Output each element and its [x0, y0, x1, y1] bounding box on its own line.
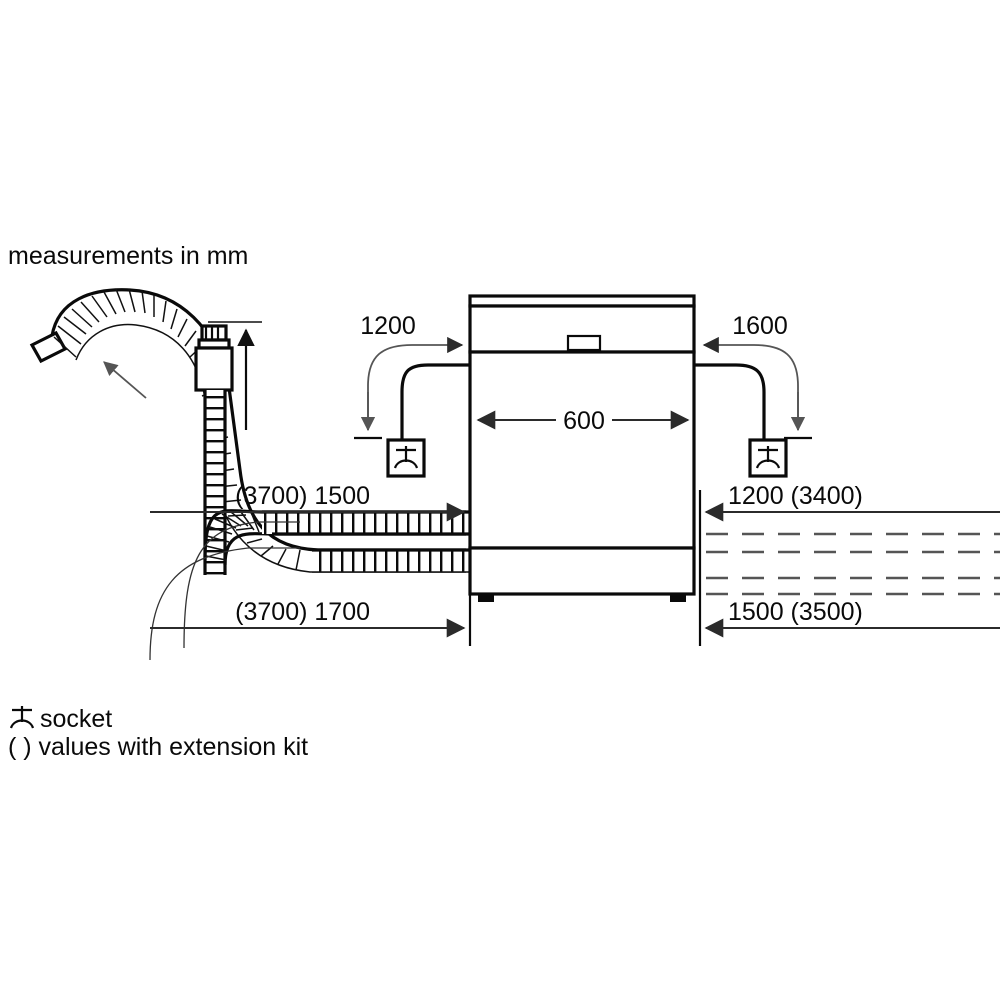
- legend: socket ( ) values with extension kit: [8, 705, 308, 761]
- width-label: 600: [563, 407, 605, 435]
- hose-end-leader: [103, 361, 147, 399]
- right-dashed-hoses: [706, 532, 1000, 596]
- left-lower-dimension-label: (3700) 1700: [235, 598, 370, 626]
- left-guide-curve-lower: [149, 547, 300, 661]
- socket-icon: [9, 706, 35, 729]
- appliance-foot-left: [478, 594, 494, 602]
- door-handle: [566, 334, 602, 352]
- top-left-dimension-label: 1200: [360, 312, 416, 340]
- right-upper-dimension-label: 1200 (3400): [728, 482, 863, 510]
- top-left-cable-group: 1200: [354, 312, 470, 440]
- aquastop-height-indicator: [208, 321, 262, 430]
- right-lower-dimension: 1500 (3500): [704, 598, 1000, 638]
- socket-symbol-right: [748, 438, 788, 478]
- left-lower-dimension: (3700) 1700: [150, 596, 472, 646]
- measurements-note: measurements in mm: [8, 242, 248, 270]
- left-upper-dimension: (3700) 1500: [150, 482, 466, 522]
- dishwasher-appliance: [468, 294, 696, 602]
- left-upper-dimension-label: (3700) 1500: [235, 482, 370, 510]
- top-right-dimension-label: 1600: [732, 312, 788, 340]
- legend-socket-label: socket: [40, 705, 112, 733]
- socket-symbol-left: [386, 438, 426, 478]
- legend-extension-label: ( ) values with extension kit: [8, 733, 308, 761]
- width-dimension: 600: [476, 407, 690, 435]
- left-guide-curve-upper: [183, 521, 300, 649]
- top-right-cable-group: 1600: [694, 312, 812, 440]
- appliance-foot-right: [670, 594, 686, 602]
- right-lower-dimension-label: 1500 (3500): [728, 598, 863, 626]
- right-upper-dimension: 1200 (3400): [704, 482, 1000, 522]
